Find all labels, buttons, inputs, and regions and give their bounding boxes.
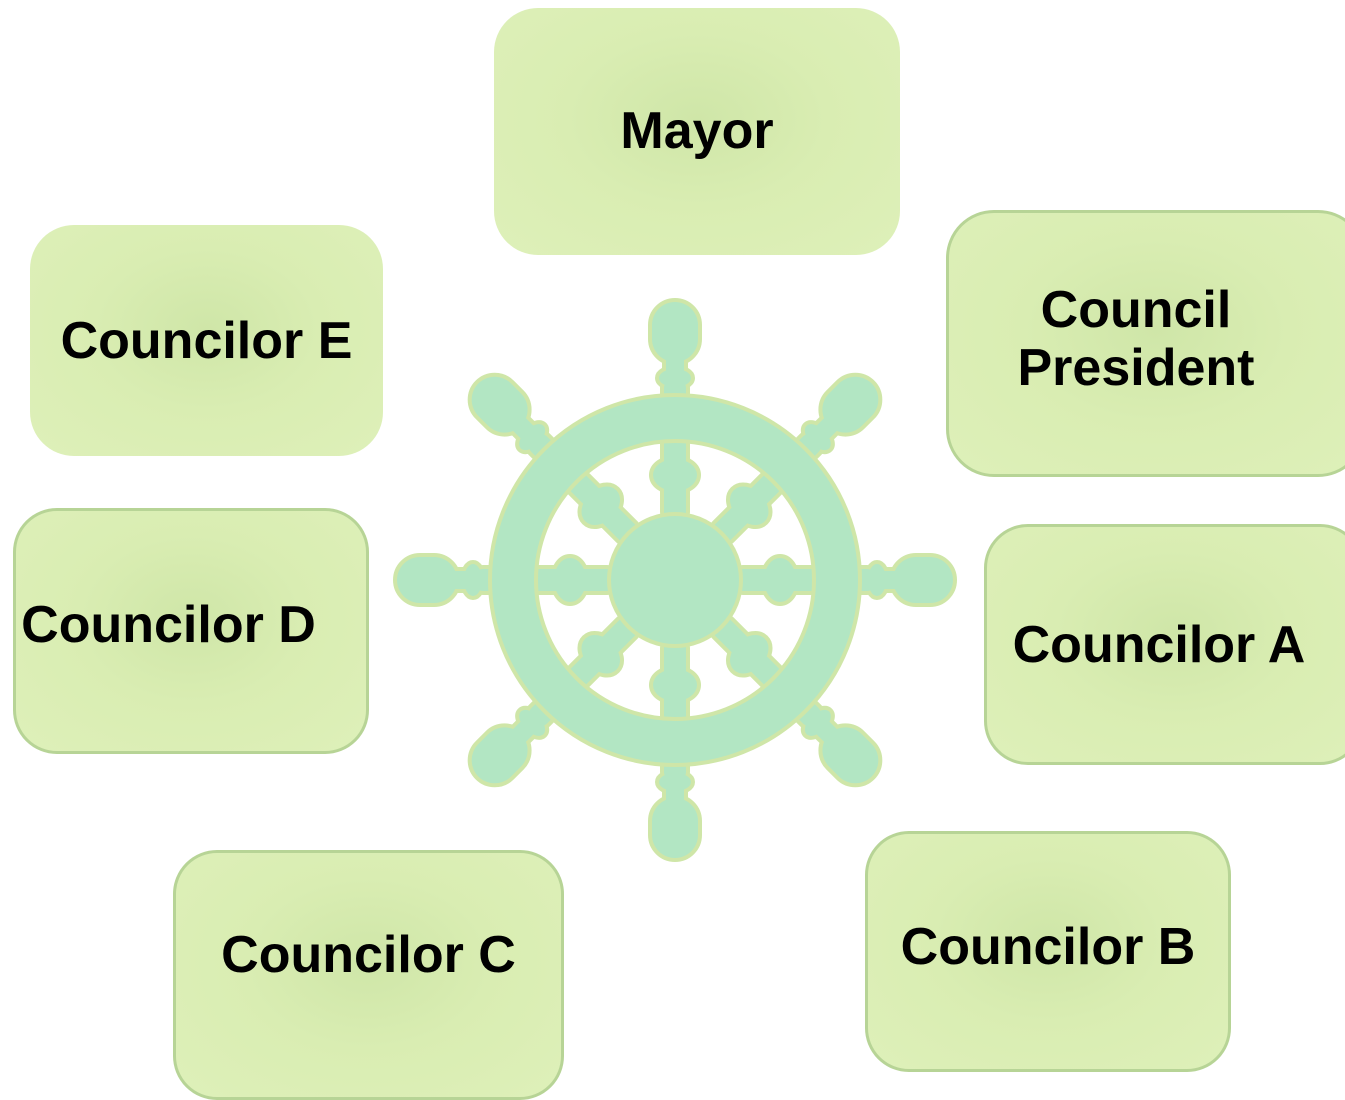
wheel-spoke-part [653, 669, 697, 701]
wheel-spoke-part [652, 302, 698, 362]
wheel-spoke-part [764, 558, 796, 602]
wheel-spoke-part [519, 709, 546, 736]
council-president-box: Council President [946, 210, 1345, 477]
wheel-spoke-part [471, 727, 528, 784]
wheel-rim-fill [492, 397, 858, 763]
councilor-d-label: Councilor D [21, 596, 316, 654]
wheel-spoke-part [659, 369, 691, 387]
wheel-spoke-part [822, 376, 879, 433]
wheel-spoke-part [471, 376, 528, 433]
councilor-d-box: Councilor D [13, 508, 369, 754]
councilor-e-box: Councilor E [30, 225, 383, 456]
wheel-spoke [731, 553, 957, 607]
mayor-label: Mayor [620, 101, 774, 160]
wheel-spoke-part [652, 798, 698, 858]
wheel-spoke-part [822, 727, 879, 784]
wheel-spoke-part [581, 486, 620, 525]
wheel-spoke-part [804, 709, 831, 736]
councilor-b-label: Councilor B [900, 917, 1196, 976]
wheel-spoke-part [464, 564, 482, 596]
wheel-spoke-part [554, 558, 586, 602]
wheel-spoke-part [397, 557, 457, 603]
wheel-spoke-part [730, 635, 769, 674]
ship-wheel-icon [393, 298, 957, 862]
wheel-spoke-part [659, 773, 691, 791]
wheel-spoke-part [868, 564, 886, 596]
mayor-box: Mayor [494, 8, 900, 255]
councilor-e-label: Councilor E [60, 311, 353, 370]
councilor-a-box: Councilor A [984, 524, 1345, 765]
wheel-spoke-part [653, 459, 697, 491]
council-president-label: Council President [1017, 280, 1255, 397]
wheel-spoke-part [581, 635, 620, 674]
councilor-c-box: Councilor C [173, 850, 564, 1100]
wheel-hub [607, 512, 743, 648]
wheel-spoke-part [804, 424, 831, 451]
wheel-spoke-part [893, 557, 953, 603]
wheel-spoke-part [519, 424, 546, 451]
wheel-spoke-part [730, 486, 769, 525]
councilor-b-box: Councilor B [865, 831, 1231, 1072]
councilor-c-label: Councilor C [221, 926, 516, 984]
councilor-a-label: Councilor A [1012, 615, 1306, 674]
